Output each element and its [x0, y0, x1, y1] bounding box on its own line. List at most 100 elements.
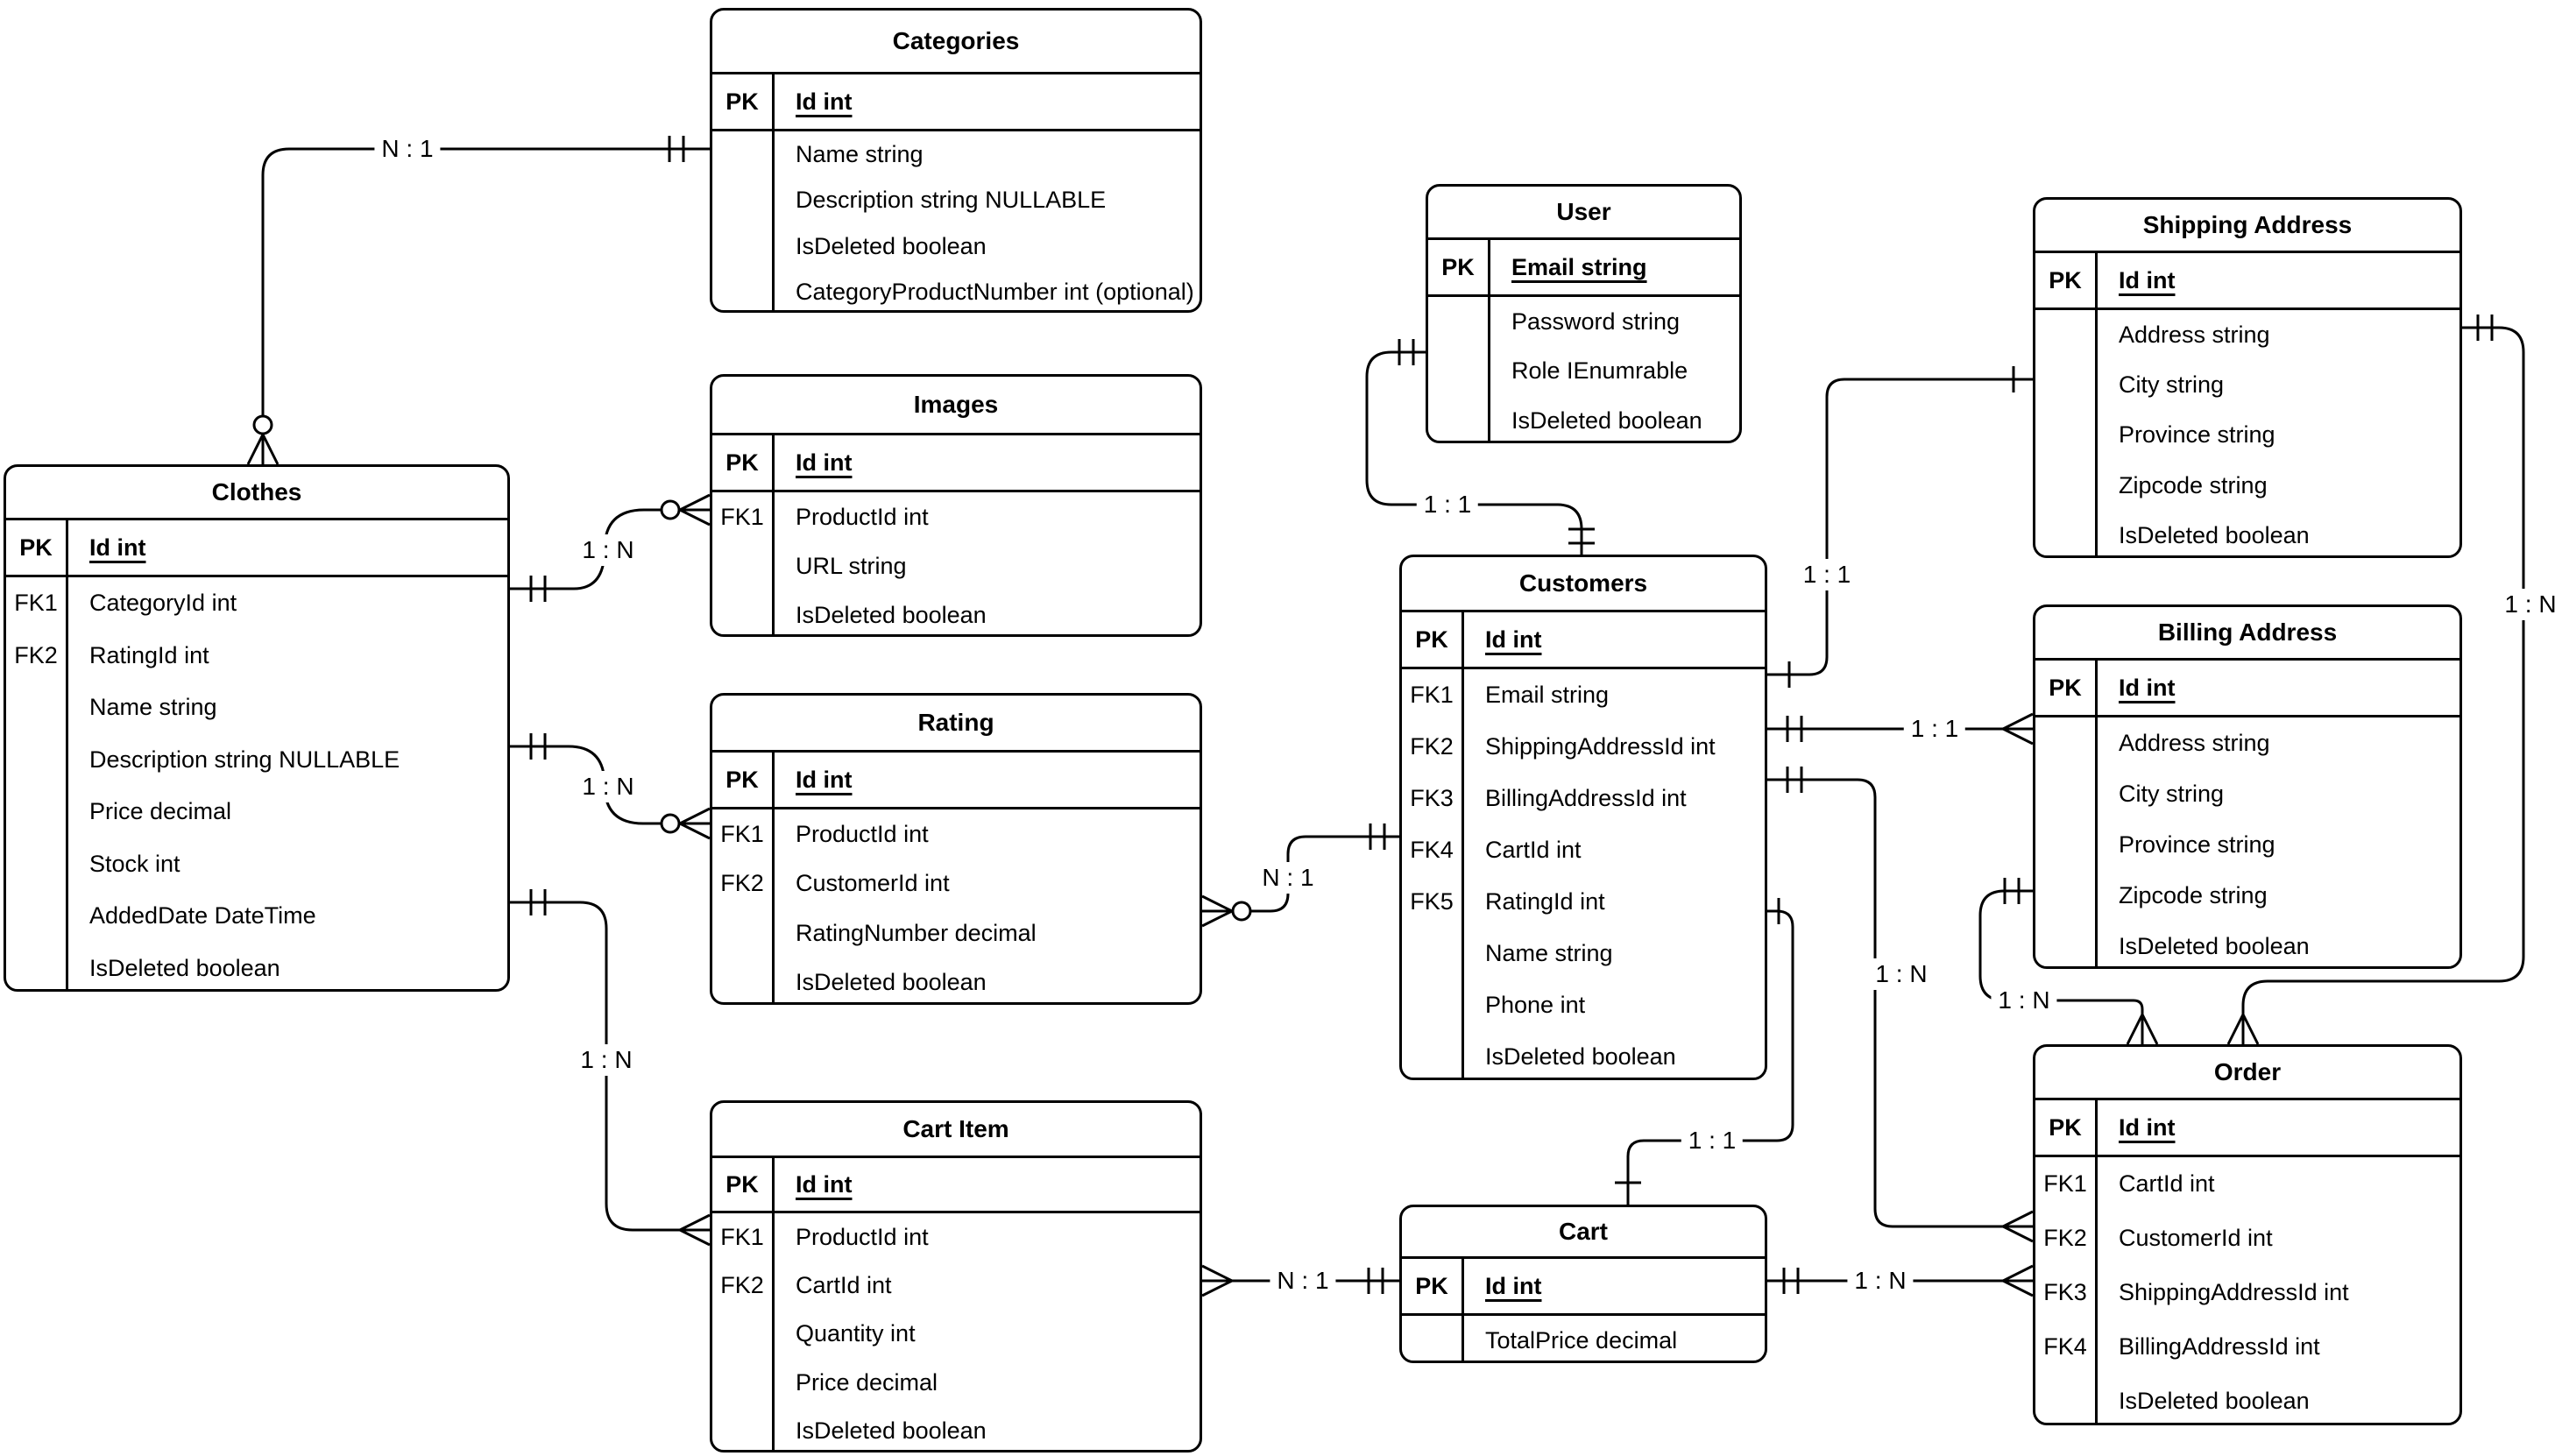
key-cell [712, 590, 775, 634]
attribute-row: Role IEnumrable [1428, 346, 1739, 397]
attribute-row: Name string [712, 131, 1200, 178]
field-cell: BillingAddressId int [2098, 1319, 2459, 1374]
attribute-name: Name string [89, 694, 217, 721]
attribute-row: Phone int [1402, 979, 1765, 1031]
key-cell [712, 1358, 775, 1407]
relationship-user-customers [1365, 339, 1595, 555]
field-cell: Description string NULLABLE [775, 178, 1200, 224]
relationship-shipping-order [2226, 315, 2525, 1045]
primary-key-name: Id int [2119, 266, 2176, 293]
attribute-name: Name string [1485, 940, 1613, 966]
key-cell: FK2 [712, 859, 775, 908]
attribute-row: TotalPrice decimal [1402, 1316, 1765, 1361]
key-cell [6, 838, 68, 890]
key-cell: PK [712, 74, 775, 129]
field-cell: Quantity int [775, 1310, 1200, 1358]
attribute-name: IsDeleted boolean [796, 601, 987, 628]
key-cell [6, 942, 68, 989]
attribute-row: IsDeleted boolean [2035, 921, 2459, 966]
field-cell: CategoryProductNumber int (optional) [775, 270, 1200, 311]
entity-title: Order [2035, 1047, 2459, 1100]
attribute-name: ShippingAddressId int [1485, 733, 1716, 760]
field-cell: IsDeleted boolean [775, 590, 1200, 634]
key-cell: FK3 [2035, 1265, 2098, 1320]
key-cell [2035, 510, 2098, 555]
attribute-name: Stock int [89, 850, 180, 877]
attribute-row: Description string NULLABLE [6, 733, 507, 786]
key-cell [2035, 717, 2098, 768]
attribute-name: CartId int [1485, 837, 1582, 863]
attribute-name: IsDeleted boolean [1511, 407, 1702, 435]
field-cell: Name string [1464, 928, 1765, 979]
field-cell: RatingId int [1464, 876, 1765, 928]
attribute-row: IsDeleted boolean [712, 590, 1200, 634]
key-cell: PK [712, 1158, 775, 1211]
field-cell: CartId int [2098, 1157, 2459, 1212]
attribute-name: Phone int [1485, 992, 1586, 1018]
field-cell: IsDeleted boolean [1464, 1031, 1765, 1078]
attribute-row: Province string [2035, 410, 2459, 461]
attribute-name: IsDeleted boolean [89, 954, 280, 981]
field-cell: ProductId int [775, 492, 1200, 541]
attribute-name: AddedDate DateTime [89, 902, 316, 929]
attribute-name: ProductId int [796, 503, 929, 530]
attribute-name: URL string [796, 552, 907, 579]
primary-key-row: PK Id int [2035, 1100, 2459, 1157]
key-cell: FK1 [1402, 669, 1464, 721]
primary-key-name: Id int [2119, 1113, 2176, 1141]
entity-title: Clothes [6, 467, 507, 520]
relationship-clothes-rating [510, 733, 711, 840]
attribute-name: Zipcode string [2119, 471, 2268, 498]
key-cell: FK1 [712, 809, 775, 859]
field-cell: IsDeleted boolean [68, 943, 507, 990]
attribute-name: IsDeleted boolean [2119, 932, 2310, 959]
field-cell: IsDeleted boolean [2098, 1374, 2459, 1423]
entity-title: Rating [712, 696, 1200, 753]
field-cell: BillingAddressId int [1464, 773, 1765, 824]
key-cell: PK [2035, 1100, 2098, 1155]
key-cell: PK [712, 753, 775, 807]
attribute-row: Price decimal [712, 1358, 1200, 1407]
field-cell: Address string [2098, 717, 2459, 768]
relationship-label: 1 : N [575, 534, 641, 566]
field-cell: CartId int [1464, 824, 1765, 876]
primary-key-name: Email string [1511, 253, 1647, 280]
key-cell: PK [712, 435, 775, 490]
relationship-label: 1 : 1 [1416, 489, 1479, 520]
relationship-label: N : 1 [374, 133, 441, 165]
relationship-customers-order [1767, 767, 2034, 1243]
attribute-row: Description string NULLABLE [712, 177, 1200, 224]
key-cell [1402, 979, 1464, 1031]
field-cell: URL string [775, 541, 1200, 590]
attribute-row: IsDeleted boolean [1402, 1031, 1765, 1078]
attribute-row: Address string [2035, 310, 2459, 361]
relationship-clothes-images [510, 493, 711, 602]
primary-key-name: Id int [796, 449, 853, 476]
attribute-row: URL string [712, 541, 1200, 590]
attribute-name: RatingNumber decimal [796, 919, 1037, 946]
attribute-name: CustomerId int [2119, 1225, 2273, 1252]
attribute-name: Password string [1511, 307, 1681, 335]
attribute-name: Name string [796, 140, 924, 167]
key-cell [1402, 1316, 1464, 1361]
field-cell: Id int [775, 74, 1200, 129]
field-cell: Id int [1464, 1259, 1765, 1313]
key-cell: FK2 [2035, 1211, 2098, 1266]
key-cell: FK2 [1402, 721, 1464, 773]
field-cell: CustomerId int [775, 859, 1200, 909]
field-cell: CategoryId int [68, 577, 507, 630]
field-cell: ProductId int [775, 809, 1200, 859]
